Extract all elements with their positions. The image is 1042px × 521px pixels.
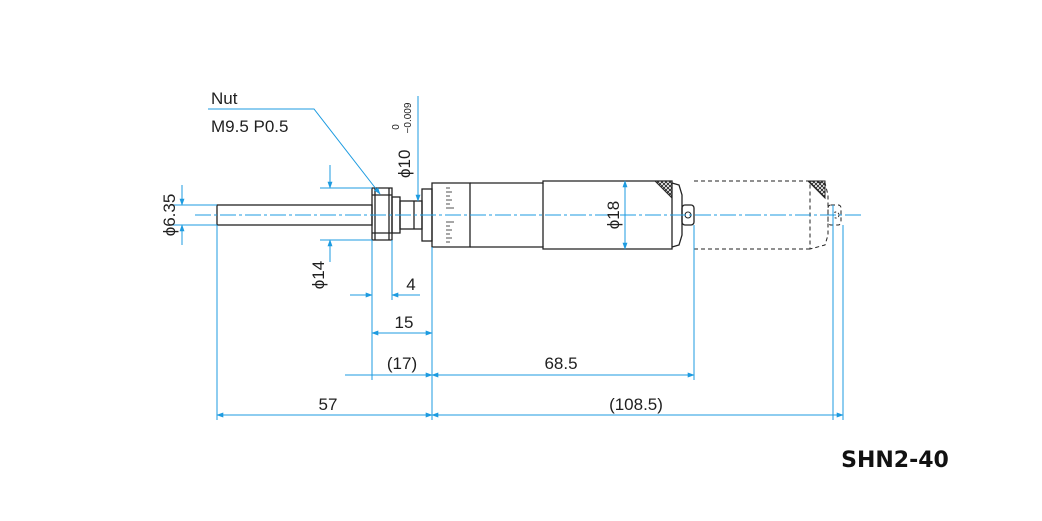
extension-lines bbox=[172, 96, 844, 420]
dim-15: 15 bbox=[395, 313, 414, 332]
callout-thread-label: M9.5 P0.5 bbox=[211, 117, 289, 136]
dimension-lines bbox=[179, 108, 844, 418]
nut bbox=[371, 187, 393, 241]
dim-17: (17) bbox=[387, 354, 417, 373]
model-title: SHN2-40 bbox=[841, 448, 949, 473]
dim-57: 57 bbox=[319, 395, 338, 414]
dim-68-5: 68.5 bbox=[544, 354, 577, 373]
annotations: Nut M9.5 P0.5 57 (108.5) (17) 68.5 15 4 … bbox=[160, 89, 949, 473]
dia-stem: ϕ10 bbox=[395, 150, 414, 178]
dia-nut: ϕ14 bbox=[309, 261, 328, 289]
callout-nut-label: Nut bbox=[211, 89, 238, 108]
dim-4: 4 bbox=[406, 275, 415, 294]
dim-108-5: (108.5) bbox=[609, 395, 663, 414]
dia-stem-tol-lower: −0.009 bbox=[403, 102, 414, 133]
phantom-knurl bbox=[806, 180, 826, 200]
dia-spindle: ϕ6.35 bbox=[160, 194, 179, 237]
thimble-knurl bbox=[653, 180, 673, 200]
travel-phantom bbox=[694, 180, 842, 250]
dia-thimble: ϕ18 bbox=[604, 201, 623, 229]
graduation-ticks bbox=[446, 187, 454, 243]
dia-stem-tol-upper: 0 bbox=[391, 124, 402, 130]
